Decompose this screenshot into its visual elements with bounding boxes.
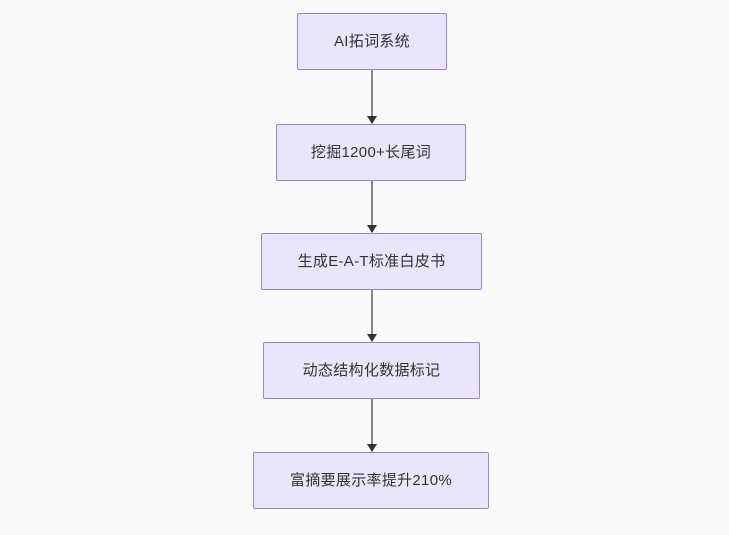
flow-node-mine-longtail-keywords[interactable]: 挖掘1200+长尾词 — [276, 124, 466, 181]
arrowhead-icon — [367, 225, 377, 233]
arrowhead-icon — [367, 334, 377, 342]
flow-node-label: 富摘要展示率提升210% — [290, 471, 452, 489]
flow-node-label: AI拓词系统 — [334, 32, 410, 50]
flow-node-ai-keyword-system[interactable]: AI拓词系统 — [297, 13, 447, 70]
arrowhead-icon — [367, 444, 377, 452]
connector-line — [371, 290, 373, 335]
flow-node-generate-eat-whitepaper[interactable]: 生成E-A-T标准白皮书 — [261, 233, 482, 290]
arrowhead-icon — [367, 116, 377, 124]
flow-node-label: 动态结构化数据标记 — [302, 361, 441, 379]
connector-line — [371, 70, 373, 117]
flow-node-dynamic-structured-data-markup[interactable]: 动态结构化数据标记 — [263, 342, 480, 399]
connector-line — [371, 399, 373, 445]
flow-node-rich-snippet-impression-uplift[interactable]: 富摘要展示率提升210% — [253, 452, 489, 509]
connector-line — [371, 181, 373, 226]
flow-node-label: 挖掘1200+长尾词 — [310, 143, 432, 161]
flow-node-label: 生成E-A-T标准白皮书 — [297, 252, 446, 270]
